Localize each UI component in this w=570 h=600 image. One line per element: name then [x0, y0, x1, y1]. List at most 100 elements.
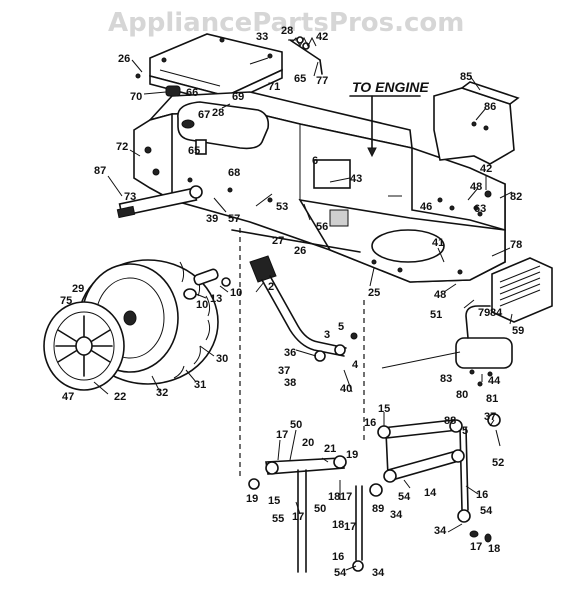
callout-65: 65	[294, 73, 306, 85]
callout-51: 51	[430, 309, 442, 321]
callout-14: 14	[424, 487, 437, 499]
heat-shield	[491, 257, 553, 323]
callout-3: 3	[324, 329, 330, 341]
callout-4: 4	[352, 359, 359, 371]
callout-17: 17	[292, 511, 304, 523]
callout-54: 54	[334, 567, 347, 579]
callout-17: 17	[276, 429, 288, 441]
callout-67: 67	[198, 109, 210, 121]
callout-43: 43	[350, 173, 362, 185]
callout-18: 18	[328, 491, 340, 503]
callout-80: 80	[456, 389, 468, 401]
drive-rod	[231, 229, 361, 253]
callout-44: 44	[488, 375, 501, 387]
callout-82: 82	[510, 191, 522, 203]
callout-73: 73	[124, 191, 136, 203]
callout-54: 54	[398, 491, 411, 503]
callout-19: 19	[346, 449, 358, 461]
callout-16: 16	[476, 489, 488, 501]
callout-10: 10	[196, 299, 208, 311]
leader-lines	[93, 39, 513, 571]
callout-18: 18	[332, 519, 344, 531]
callout-31: 31	[194, 379, 206, 391]
callout-71: 71	[268, 81, 280, 93]
callout-26: 26	[118, 53, 130, 65]
callout-26: 26	[294, 245, 306, 257]
callout-46: 46	[420, 201, 432, 213]
callout-10: 10	[230, 287, 242, 299]
callout-83: 83	[440, 373, 452, 385]
callout-47: 47	[62, 391, 74, 403]
callout-77: 77	[316, 75, 328, 87]
callout-65: 65	[188, 145, 200, 157]
callout-18: 18	[488, 543, 500, 555]
axle-spacer	[183, 268, 231, 300]
callouts: 26 33 28 42 71 65 77 70 66 69 28 67 65 7…	[60, 25, 524, 579]
callout-34: 34	[372, 567, 385, 579]
callout-52: 52	[492, 457, 504, 469]
callout-75: 75	[60, 295, 72, 307]
callout-34: 34	[390, 509, 403, 521]
callout-55: 55	[272, 513, 284, 525]
callout-33: 33	[256, 31, 268, 43]
callout-42: 42	[480, 163, 492, 175]
callout-6: 6	[312, 155, 318, 167]
callout-89: 89	[372, 503, 384, 515]
callout-69: 69	[232, 91, 244, 103]
callout-28: 28	[281, 25, 293, 37]
rear-shroud	[433, 81, 520, 165]
callout-27: 27	[272, 235, 284, 247]
clutch-pedal	[249, 255, 347, 362]
callout-78: 78	[510, 239, 522, 251]
callout-30: 30	[216, 353, 228, 365]
linkage-assembly	[248, 413, 501, 573]
front-housing	[133, 112, 173, 202]
hardware-bolts	[135, 73, 492, 387]
callout-54: 54	[480, 505, 493, 517]
callout-16: 16	[332, 551, 344, 563]
callout-5: 5	[338, 321, 344, 333]
callout-70: 70	[130, 91, 142, 103]
callout-37: 37	[484, 411, 496, 423]
callout-59: 59	[512, 325, 524, 337]
callout-41: 41	[432, 237, 444, 249]
svg-text:TO ENGINE: TO ENGINE	[352, 79, 429, 95]
callout-17: 17	[470, 541, 482, 553]
callout-16: 16	[364, 417, 376, 429]
callout-29: 29	[72, 283, 84, 295]
callout-84: 84	[490, 307, 503, 319]
callout-79: 79	[478, 307, 490, 319]
front-axle-shaft	[116, 185, 203, 219]
callout-48: 48	[434, 289, 446, 301]
fuel-tank	[165, 85, 270, 155]
callout-86: 86	[484, 101, 496, 113]
callout-15: 15	[268, 495, 280, 507]
callout-15: 15	[378, 403, 390, 415]
callout-37: 37	[278, 365, 290, 377]
callout-22: 22	[114, 391, 126, 403]
callout-17: 17	[340, 491, 352, 503]
callout-56: 56	[316, 221, 328, 233]
callout-42: 42	[316, 31, 328, 43]
callout-34: 34	[434, 525, 447, 537]
callout-87: 87	[94, 165, 106, 177]
callout-85: 85	[460, 71, 472, 83]
callout-21: 21	[324, 443, 336, 455]
callout-50: 50	[290, 419, 302, 431]
callout-63: 63	[474, 203, 486, 215]
callout-81: 81	[486, 393, 498, 405]
callout-25: 25	[368, 287, 380, 299]
callout-39: 39	[206, 213, 218, 225]
hubcap	[43, 301, 125, 391]
watermark: AppliancePartsPros.com	[108, 8, 464, 38]
callout-66: 66	[186, 87, 198, 99]
callout-72: 72	[116, 141, 128, 153]
callout-40: 40	[340, 383, 352, 395]
seat-spring	[289, 36, 323, 75]
callout-19: 19	[246, 493, 258, 505]
callout-50: 50	[314, 503, 326, 515]
callout-2: 2	[268, 281, 274, 293]
to-engine-label: TO ENGINE	[349, 79, 429, 158]
callout-48: 48	[470, 181, 482, 193]
